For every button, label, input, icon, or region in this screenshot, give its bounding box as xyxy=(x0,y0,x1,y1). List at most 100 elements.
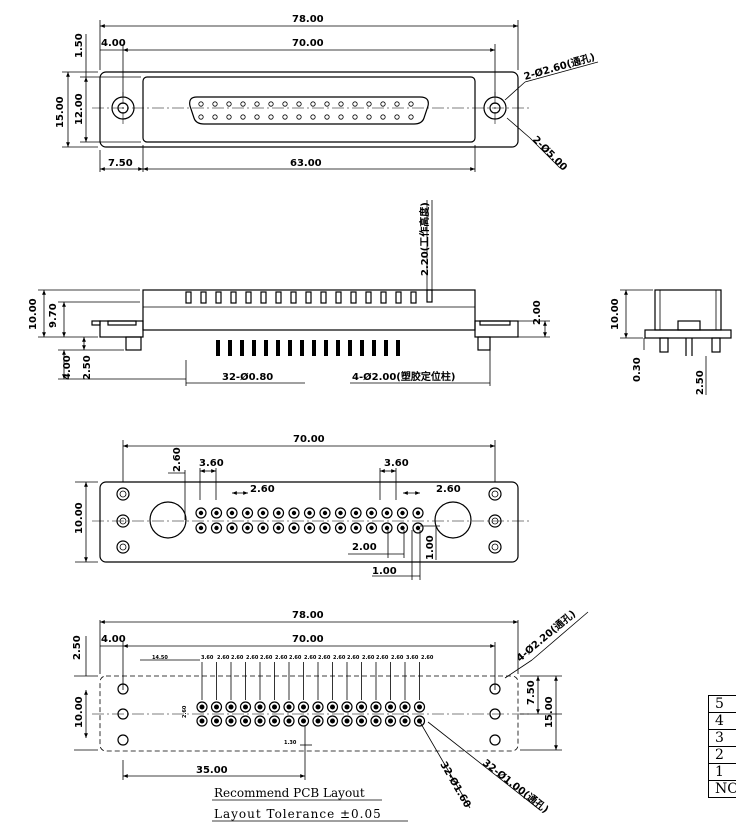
pin xyxy=(245,291,252,304)
pin-pad-inner xyxy=(276,510,281,516)
pcb-pitch-label: 3.60 xyxy=(201,655,214,661)
top-side-offset: 7.50 xyxy=(108,158,133,169)
pcb-layout-outline xyxy=(99,675,519,752)
pcb-pitch-label: 2.60 xyxy=(246,655,259,661)
pin-pad xyxy=(288,522,300,534)
pin-hole xyxy=(282,114,288,120)
pin-hole xyxy=(212,101,218,107)
pcb-pitch-label: 2.60 xyxy=(391,655,404,661)
pin-hole xyxy=(240,114,246,120)
pin-pad-inner xyxy=(415,510,421,516)
front-peg-callout: 4-Ø2.00(塑胶定位柱) xyxy=(352,370,455,383)
pcb-pitch-label: 2.60 xyxy=(304,655,317,661)
pcb-pad xyxy=(210,701,223,713)
pin-pad-inner xyxy=(307,525,312,531)
front-overall-height: 10.00 xyxy=(28,298,39,330)
layout-end-pitch-right: 3.60 xyxy=(384,458,409,469)
pin-pad-inner xyxy=(338,510,343,516)
pcb-pin-hole-callout: 32-Ø1.60 xyxy=(437,760,473,810)
pin xyxy=(275,291,282,304)
mount-hole xyxy=(488,540,502,554)
pin-pad xyxy=(241,522,254,534)
pin xyxy=(372,340,376,356)
layout-stagger: 2.00 xyxy=(352,542,377,553)
pin-pad xyxy=(350,507,362,519)
pcb-pitch-label: 2.60 xyxy=(333,655,346,661)
mount-hole-inner xyxy=(119,490,127,498)
pcb-pad-inner xyxy=(257,718,263,724)
pin-pad-inner xyxy=(198,525,204,531)
pin-pad-inner xyxy=(198,510,204,516)
pcb-pad-inner xyxy=(373,718,379,724)
front-body-height: 9.70 xyxy=(48,303,59,328)
pcb-mount-hole-callout: 4-Ø2.20(通孔) xyxy=(514,607,579,664)
pcb-pad-inner xyxy=(417,718,422,724)
pin-hole xyxy=(254,114,260,120)
pin-pad-inner xyxy=(369,525,374,531)
mount-hole xyxy=(488,487,502,501)
top-view-flange xyxy=(99,71,519,148)
pcb-pad-inner xyxy=(286,704,292,710)
revision-row: 2 xyxy=(708,746,736,764)
pin-pad-inner xyxy=(276,525,281,531)
top-through-hole-callout: 2-Ø2.60(通孔) xyxy=(522,50,596,83)
pin-pad xyxy=(381,522,393,534)
pin-layout-mount-holes xyxy=(116,487,502,554)
pcb-pad xyxy=(225,715,237,727)
front-pin-callout: 32-Ø0.80 xyxy=(222,371,273,383)
revision-cell: 5 xyxy=(708,695,736,713)
revision-cell: 4 xyxy=(708,712,736,730)
pcb-pad xyxy=(239,715,252,727)
pcb-hole-pitch: 70.00 xyxy=(292,634,324,645)
pcb-layout-pins xyxy=(196,662,426,727)
pin-pad xyxy=(396,507,409,519)
top-flange-offset: 1.50 xyxy=(74,33,85,58)
mount-hole-inner xyxy=(491,490,499,498)
pin-pad-inner xyxy=(400,525,405,531)
layout-pitch-label-left: 2.60 xyxy=(250,484,275,495)
pin-hole xyxy=(198,101,204,107)
pcb-pad-inner xyxy=(330,718,335,724)
pin-hole xyxy=(324,114,330,120)
pin-layout-view: 70.00 2.60 3.60 3.60 2.60 2.60 10.00 2.0… xyxy=(74,434,530,580)
layout-offset-b: 1.00 xyxy=(425,535,436,560)
pcb-pitch-label: 14.50 xyxy=(152,655,168,661)
pcb-pad xyxy=(254,715,266,727)
pcb-pad xyxy=(312,701,324,713)
pcb-pad-inner xyxy=(402,704,408,710)
pin-hole xyxy=(394,101,400,107)
pin-pad-inner xyxy=(353,510,359,516)
pcb-row-spacing: 10.00 xyxy=(74,696,85,728)
side-depth: 2.50 xyxy=(695,370,706,395)
pin-hole xyxy=(268,114,274,120)
side-overall-height: 10.00 xyxy=(610,298,621,330)
pcb-layout-title: Recommend PCB Layout xyxy=(214,786,365,800)
pcb-pad xyxy=(268,715,281,727)
pcb-pad xyxy=(196,715,208,727)
pin-hole xyxy=(352,114,358,120)
pcb-pad xyxy=(268,701,281,713)
pcb-pitch-label: 2.60 xyxy=(260,655,273,661)
pin-hole xyxy=(254,101,260,107)
pin-layout-cutout-left xyxy=(149,501,187,539)
pin-pad xyxy=(226,507,238,519)
revision-row: 1 xyxy=(708,763,736,781)
pin-hole xyxy=(366,101,372,107)
pin xyxy=(240,340,244,356)
pin-pad xyxy=(195,522,207,534)
pin-hole xyxy=(380,101,386,107)
revision-row: 5 xyxy=(708,695,736,713)
pin xyxy=(324,340,328,356)
pin-pad xyxy=(210,507,223,519)
front-view-lower-pins xyxy=(216,340,400,356)
revision-row: 3 xyxy=(708,729,736,747)
pin xyxy=(185,291,192,304)
pin-pad-inner xyxy=(384,510,390,516)
pcb-pad-inner xyxy=(402,718,408,724)
mount-hole xyxy=(116,487,130,501)
top-hole-pitch: 70.00 xyxy=(292,38,324,49)
pin xyxy=(230,291,237,304)
pin-hole xyxy=(310,114,316,120)
pcb-layout-view: 78.00 70.00 4.00 2.50 10.00 7.50 15.00 3… xyxy=(72,607,589,822)
